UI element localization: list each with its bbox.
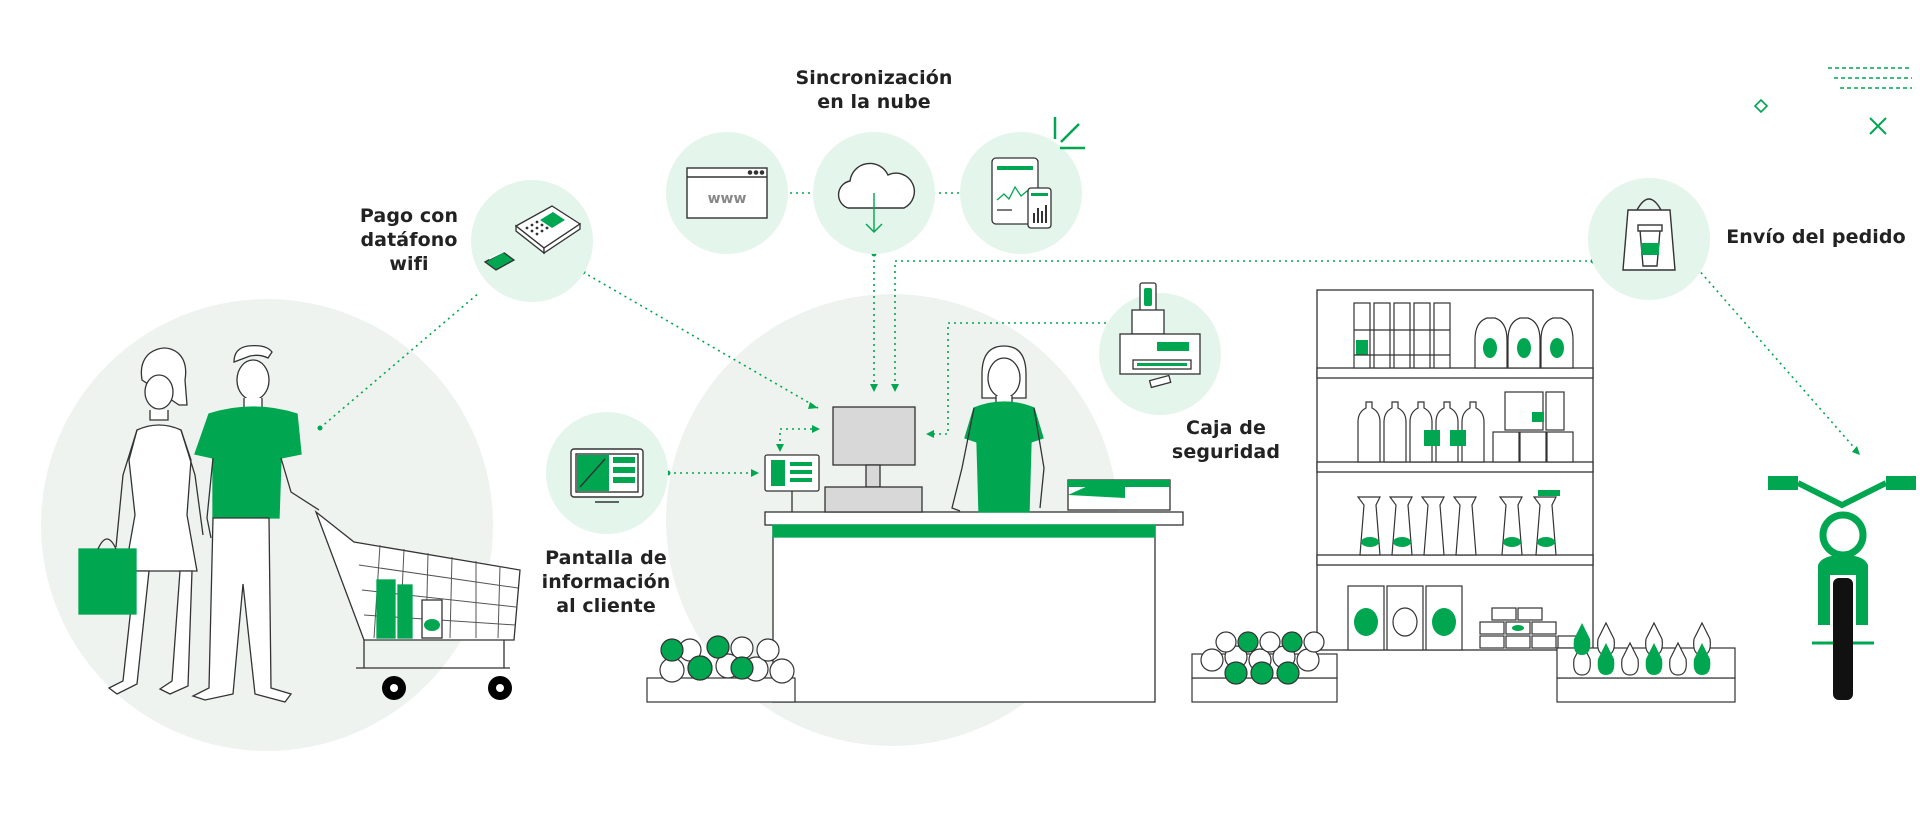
man-figure — [191, 344, 320, 703]
cash-drawer-on-counter — [1067, 479, 1171, 511]
customer-display-line-1: Pantalla de — [545, 547, 667, 569]
connector-delivery-pos — [894, 260, 1593, 390]
cash-drawer-icon — [1119, 282, 1201, 389]
produce-crate-pears — [1556, 621, 1736, 703]
checkout-counter — [764, 511, 1184, 703]
cloud-sync-label: Sincronización en la nube — [760, 66, 988, 114]
spray-bottles-shelf3 — [1356, 490, 1560, 556]
cloud-download-icon — [837, 162, 916, 233]
wifi-payment-line-3: wifi — [389, 253, 429, 275]
shopping-cart — [314, 510, 521, 700]
decor-dash-lines — [1828, 67, 1912, 89]
diamond-icon — [1753, 98, 1769, 114]
www-text: www — [708, 191, 747, 207]
browser-www-icon: www — [686, 167, 768, 219]
wifi-payment-line-2: datáfono — [360, 229, 458, 251]
pos-monitor — [824, 406, 923, 513]
customer-display-line-2: información — [541, 571, 671, 593]
cash-box-line-2: seguridad — [1171, 441, 1281, 463]
cash-box-line-1: Caja de — [1186, 417, 1266, 439]
spray-cans-shelf1 — [1353, 302, 1451, 369]
customer-display-icon — [570, 448, 644, 503]
shopping-bag-cup-icon — [1622, 198, 1676, 271]
order-delivery-text: Envío del pedido — [1726, 226, 1906, 248]
soap-stack-shelf4 — [1479, 607, 1583, 649]
wifi-payment-label: Pago con datáfono wifi — [329, 204, 489, 276]
detergent-boxes-shelf2 — [1492, 391, 1574, 463]
customer-display-line-3: al cliente — [556, 595, 656, 617]
apple-crate — [646, 635, 796, 703]
order-delivery-label: Envío del pedido — [1716, 225, 1916, 249]
cloud-sync-line-2: en la nube — [817, 91, 931, 113]
connector-pos-customerscreen — [779, 428, 818, 450]
tablet-phone-chart-icon — [991, 157, 1052, 229]
cloud-sync-line-1: Sincronización — [795, 67, 953, 89]
produce-crate-apples — [1191, 631, 1338, 703]
customer-display-label: Pantalla de información al cliente — [523, 546, 689, 618]
detergent-bottles-shelf1 — [1474, 317, 1574, 369]
wifi-payment-line-1: Pago con — [359, 205, 459, 227]
cross-icon — [1869, 117, 1887, 135]
connector-delivery-moto — [1696, 267, 1859, 453]
woman-figure — [78, 347, 204, 695]
connector-arrowheads — [751, 384, 1860, 477]
connector-lines — [319, 192, 1859, 474]
connector-customers-terminal — [319, 291, 481, 429]
cashier-figure — [951, 345, 1045, 513]
customer-screen — [764, 454, 820, 512]
card-terminal-icon — [483, 205, 582, 271]
detergent-tubs-shelf4 — [1347, 585, 1463, 651]
cash-box-label: Caja de seguridad — [1150, 416, 1302, 464]
delivery-motorbike — [1768, 476, 1916, 700]
bottles-shelf2 — [1357, 401, 1485, 463]
sparkle-lines-icon — [1053, 117, 1085, 150]
